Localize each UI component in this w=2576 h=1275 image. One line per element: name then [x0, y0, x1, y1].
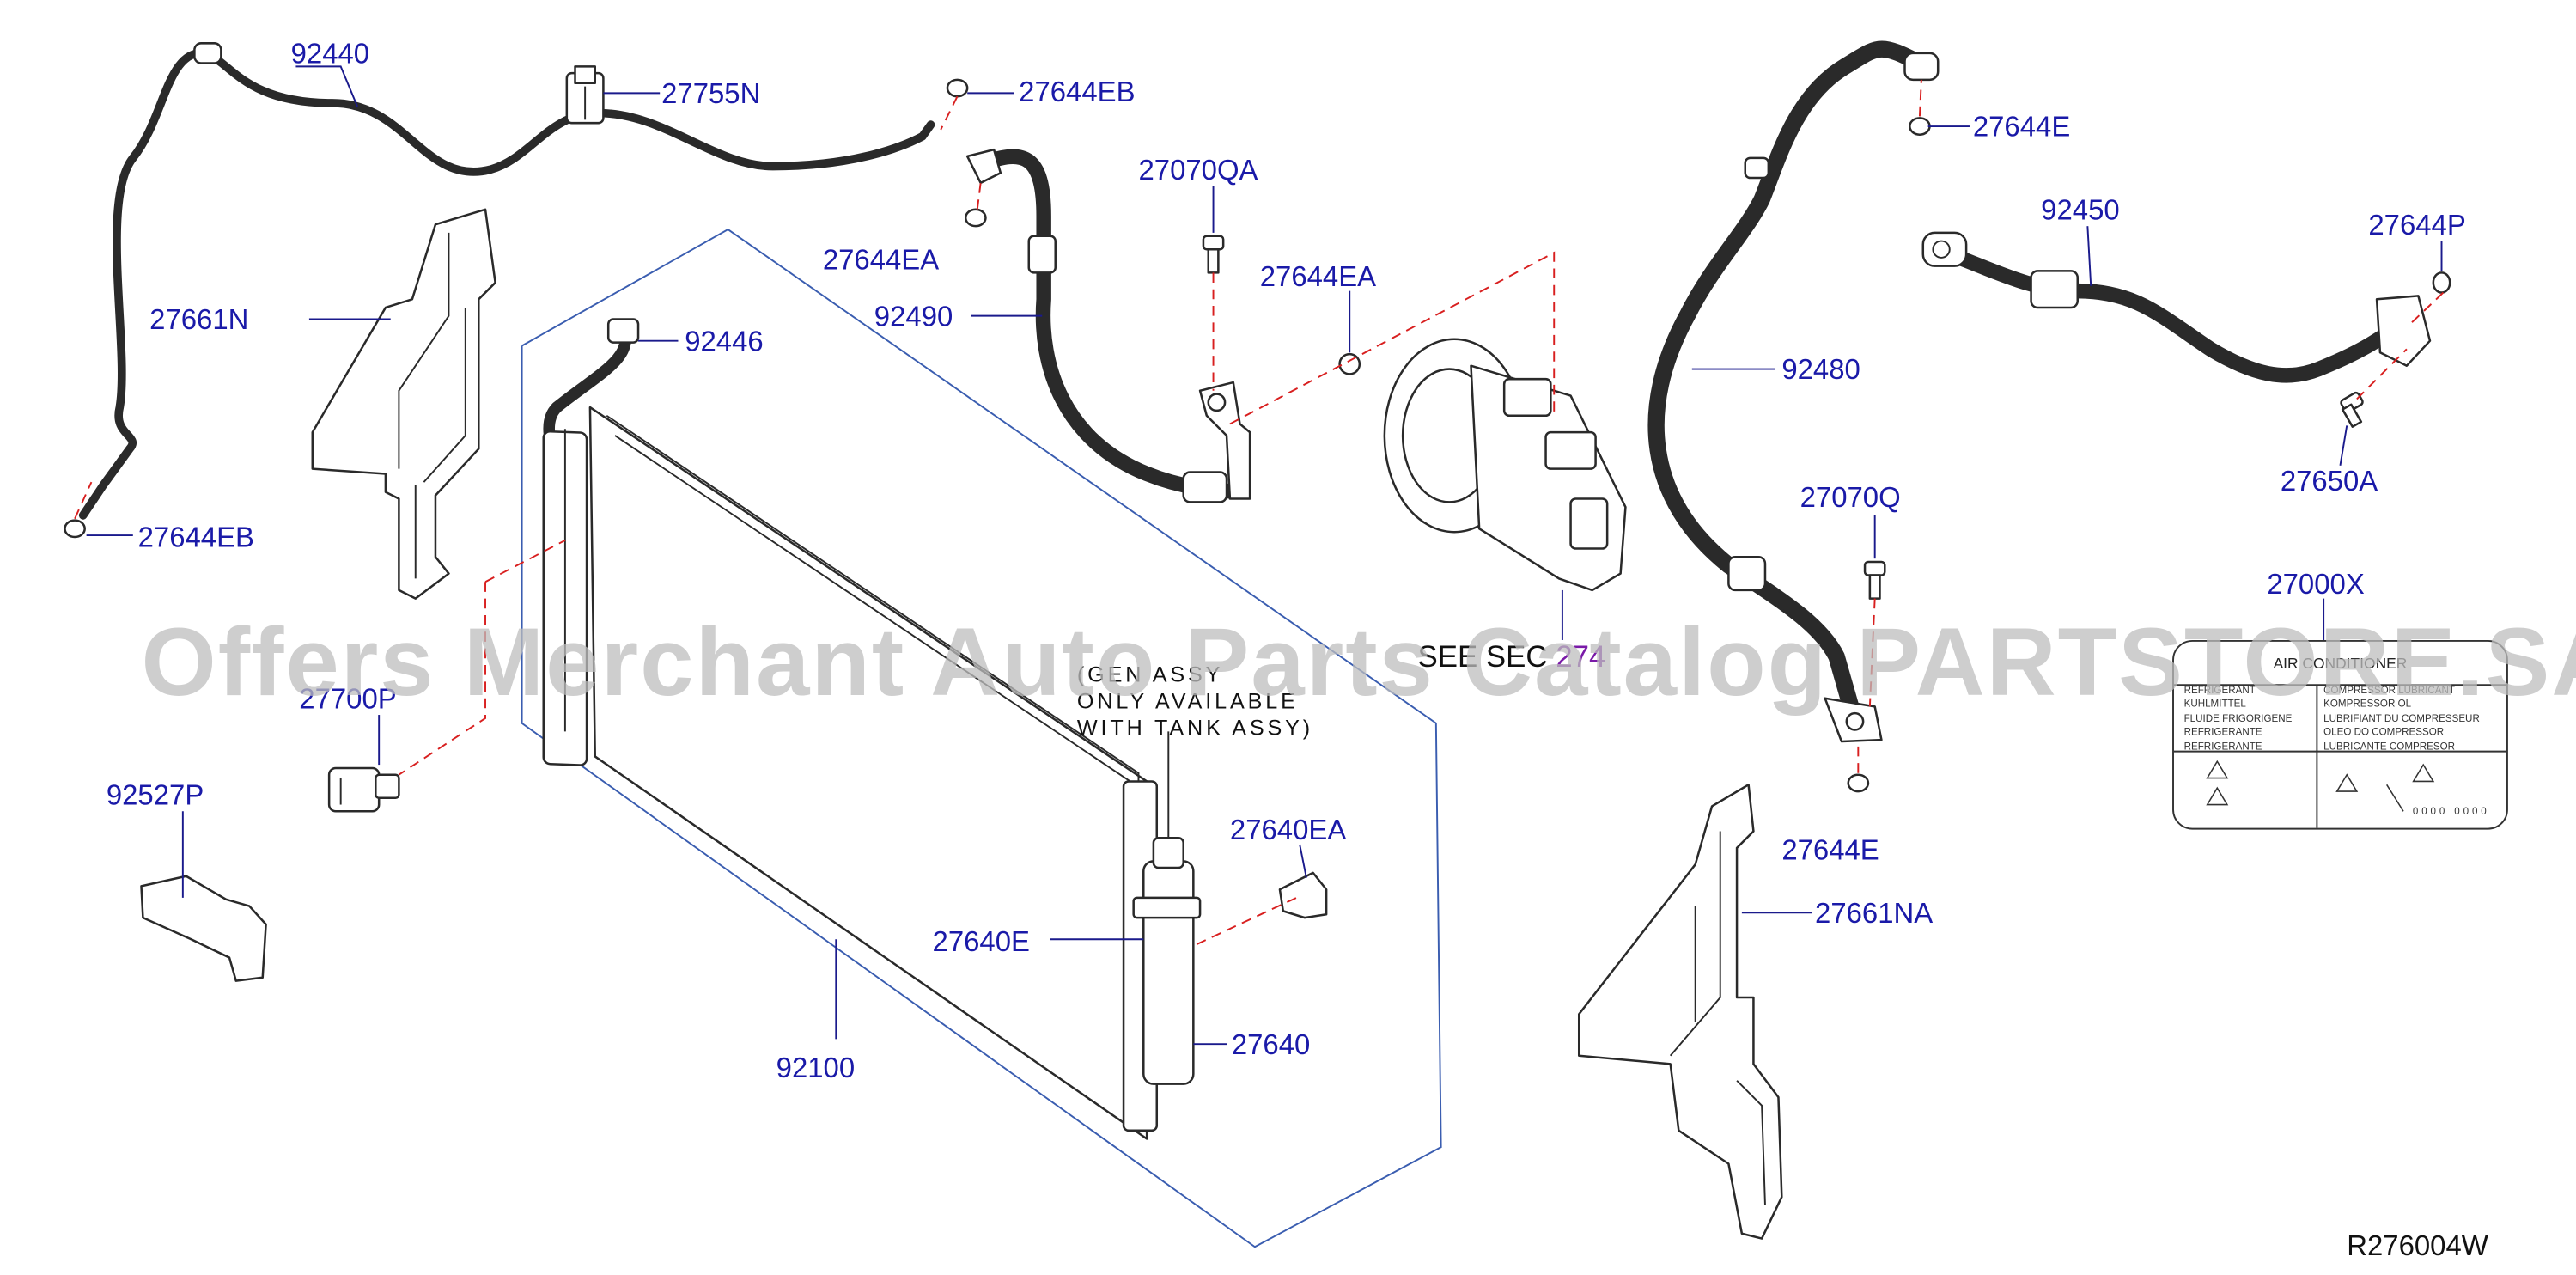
label-27640E[interactable]: 27640E	[932, 925, 1030, 958]
o-ring-27644EB-top	[946, 78, 969, 98]
label-92490[interactable]: 92490	[874, 301, 953, 332]
label-27650A[interactable]: 27650A	[2280, 465, 2378, 497]
label-27644E-bottom[interactable]: 27644E	[1781, 834, 1879, 867]
air-guide-27661N	[311, 208, 496, 600]
bolt-27650A	[2340, 391, 2364, 428]
label-27661NA[interactable]: 27661NA	[1815, 897, 1934, 930]
ac-label-refrigerant-column: REFRIGERANT KUHLMITTEL FLUIDE FRIGORIGEN…	[2184, 685, 2293, 754]
leader-lines	[86, 65, 2443, 1046]
pipe-92450	[1921, 231, 2432, 383]
ac-label-text-line: KUHLMITTEL	[2183, 700, 2246, 711]
pressure-switch-27700P	[327, 766, 400, 813]
label-27000X[interactable]: 27000X	[2267, 568, 2365, 601]
section-reference-number: 274	[1556, 639, 1606, 674]
section-reference[interactable]: SEE SEC 274	[1418, 642, 1606, 672]
label-27640EA[interactable]: 27640EA	[1229, 814, 1347, 846]
ac-label-text-line: REFRIGERANTE	[2183, 728, 2262, 739]
hose-92480	[1647, 40, 1940, 743]
ac-label-text-line: OLEO DO COMPRESSOR	[2323, 728, 2445, 739]
label-27700P[interactable]: 27700P	[299, 683, 397, 716]
connection-lines	[74, 79, 2445, 945]
pipe-92440	[78, 42, 935, 520]
bracket-92527P	[140, 875, 267, 982]
ac-label-text-line: COMPRESSOR LUBRICANT	[2323, 686, 2456, 697]
o-ring-27644EB-left	[64, 519, 86, 539]
bracket-27640EA	[1278, 871, 1328, 919]
label-92446[interactable]: 92446	[685, 326, 764, 358]
clip-27755N	[565, 65, 605, 125]
bolt-27070Q	[1863, 560, 1886, 600]
bolt-27070QA	[1202, 235, 1225, 274]
ac-label-text-line: KOMPRESSOR OL	[2323, 700, 2412, 711]
label-92527P[interactable]: 92527P	[106, 779, 204, 812]
label-27070Q[interactable]: 27070Q	[1800, 482, 1901, 514]
condenser-note: (GEN ASSY ONLY AVAILABLE WITH TANK ASSY)	[1077, 662, 1313, 741]
o-ring-27644EA-a	[964, 208, 987, 228]
o-ring-27644EA-b	[1338, 352, 1361, 375]
o-ring-27644E-bottom	[1847, 773, 1870, 793]
label-27070QA[interactable]: 27070QA	[1138, 154, 1258, 186]
label-92480[interactable]: 92480	[1781, 354, 1860, 386]
o-ring-27644P	[2432, 271, 2451, 294]
ac-label-text-line: REFRIGERANT	[2183, 686, 2256, 697]
condenser-note-line-2: ONLY AVAILABLE	[1076, 688, 1299, 714]
ac-label-text-line: LUBRICANTE COMPRESOR	[2323, 742, 2456, 753]
ac-label-text-line: FLUIDE FRIGORIGENE	[2183, 714, 2293, 725]
label-27644EB[interactable]: 27644EB	[1019, 76, 1136, 108]
ac-label-header: AIR CONDITIONER	[2273, 655, 2408, 672]
hose-92490	[965, 148, 1251, 503]
air-guide-27661NA	[1577, 784, 1783, 1240]
ac-label-text-line: LUBRIFIANT DU COMPRESSEUR	[2323, 714, 2480, 725]
condenser-group-boundary	[521, 228, 1442, 1248]
label-92100[interactable]: 92100	[776, 1052, 856, 1084]
diagram-reference-code: R276004W	[2347, 1229, 2488, 1262]
ac-label-grid	[2173, 684, 2506, 828]
label-27661N[interactable]: 27661N	[149, 304, 249, 336]
o-ring-27644E-top	[1909, 117, 1931, 136]
label-27755N[interactable]: 27755N	[661, 77, 761, 110]
watermark: Offers Merchant Auto Parts Catalog PARTS…	[141, 608, 2576, 717]
label-92440[interactable]: 92440	[290, 38, 370, 70]
label-27644E[interactable]: 27644E	[1972, 111, 2071, 143]
label-27644EB-left[interactable]: 27644EB	[137, 522, 254, 554]
compressor	[1383, 338, 1627, 592]
condenser-note-line-1: (GEN ASSY	[1076, 662, 1224, 687]
label-27644EA-b[interactable]: 27644EA	[1259, 260, 1377, 293]
ac-label-text-line: REFRIGERANTE	[2183, 742, 2262, 753]
section-reference-prefix: SEE SEC	[1417, 639, 1548, 674]
receiver-tank-27640	[1132, 731, 1202, 1085]
label-27640[interactable]: 27640	[1231, 1028, 1311, 1061]
condenser-note-line-3: WITH TANK ASSY)	[1076, 715, 1314, 741]
ac-label-lubricant-column: COMPRESSOR LUBRICANT KOMPRESSOR OL LUBRI…	[2323, 685, 2480, 754]
ac-label-code: 0000 0000	[2412, 808, 2490, 819]
condenser-92100	[542, 406, 1159, 1140]
label-27644EA[interactable]: 27644EA	[822, 244, 940, 277]
ac-info-label: AIR CONDITIONER REFRIGERANT KUHLMITTEL F…	[2172, 639, 2508, 830]
label-27644P[interactable]: 27644P	[2368, 209, 2466, 241]
label-92450[interactable]: 92450	[2041, 194, 2120, 227]
